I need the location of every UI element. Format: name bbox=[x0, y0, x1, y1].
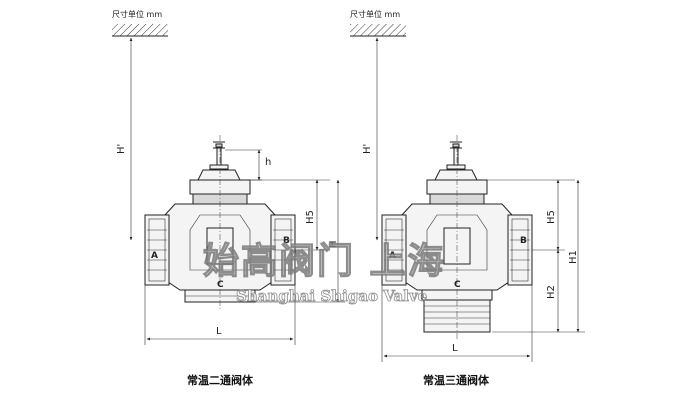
dimension-l: L bbox=[144, 285, 296, 345]
port-a-label: A bbox=[389, 251, 396, 261]
dimension-hprime-label: H' bbox=[362, 144, 373, 154]
dimension-h2-label: H2 bbox=[546, 285, 557, 299]
dimension-l-label: L bbox=[452, 343, 458, 354]
dimension-h-total: H bbox=[255, 179, 345, 303]
dimension-l-label: L bbox=[216, 326, 222, 337]
valve-body bbox=[381, 135, 533, 340]
port-b-label: B bbox=[283, 236, 290, 246]
dimension-h5-label: H5 bbox=[546, 210, 557, 224]
two-way-caption: 常温二通阀体 bbox=[187, 373, 254, 387]
unit-label: 尺寸单位 mm bbox=[350, 9, 400, 19]
unit-label: 尺寸单位 mm bbox=[112, 9, 162, 19]
three-way-caption: 常温三通阀体 bbox=[423, 373, 490, 387]
dimension-h5: H5 bbox=[487, 179, 575, 251]
dimension-h-label: h bbox=[265, 157, 271, 168]
ceiling-reference bbox=[112, 24, 168, 37]
dimension-h1-label: H1 bbox=[568, 250, 579, 264]
dimension-h1: H1 bbox=[492, 179, 585, 333]
watermark-english: Shanghai Shigao Valve bbox=[236, 287, 427, 305]
watermark-chinese: 始高阀门 上海 bbox=[203, 241, 446, 282]
dimension-h2: H2 bbox=[546, 249, 560, 333]
dimension-hprime: H' bbox=[116, 37, 133, 241]
dimension-h5-label: H5 bbox=[305, 210, 316, 224]
dimension-hprime: H' bbox=[362, 37, 379, 241]
ceiling-reference bbox=[350, 24, 406, 37]
dimension-hprime-label: H' bbox=[116, 144, 127, 154]
dimension-h5: H5 bbox=[250, 179, 330, 251]
dimension-l: L bbox=[381, 285, 533, 362]
three-way-valve-drawing: 尺寸单位 mm H' bbox=[350, 9, 585, 387]
dimension-h-total-label: H bbox=[328, 240, 339, 248]
port-c-label: C bbox=[454, 280, 461, 290]
port-b-label: B bbox=[520, 236, 527, 246]
port-a-label: A bbox=[151, 251, 158, 261]
port-c-label: C bbox=[217, 280, 224, 290]
two-way-valve-drawing: 尺寸单位 mm H' h bbox=[112, 9, 345, 387]
watermark: 始高阀门 上海 Shanghai Shigao Valve bbox=[202, 240, 446, 305]
valve-body bbox=[144, 135, 296, 310]
